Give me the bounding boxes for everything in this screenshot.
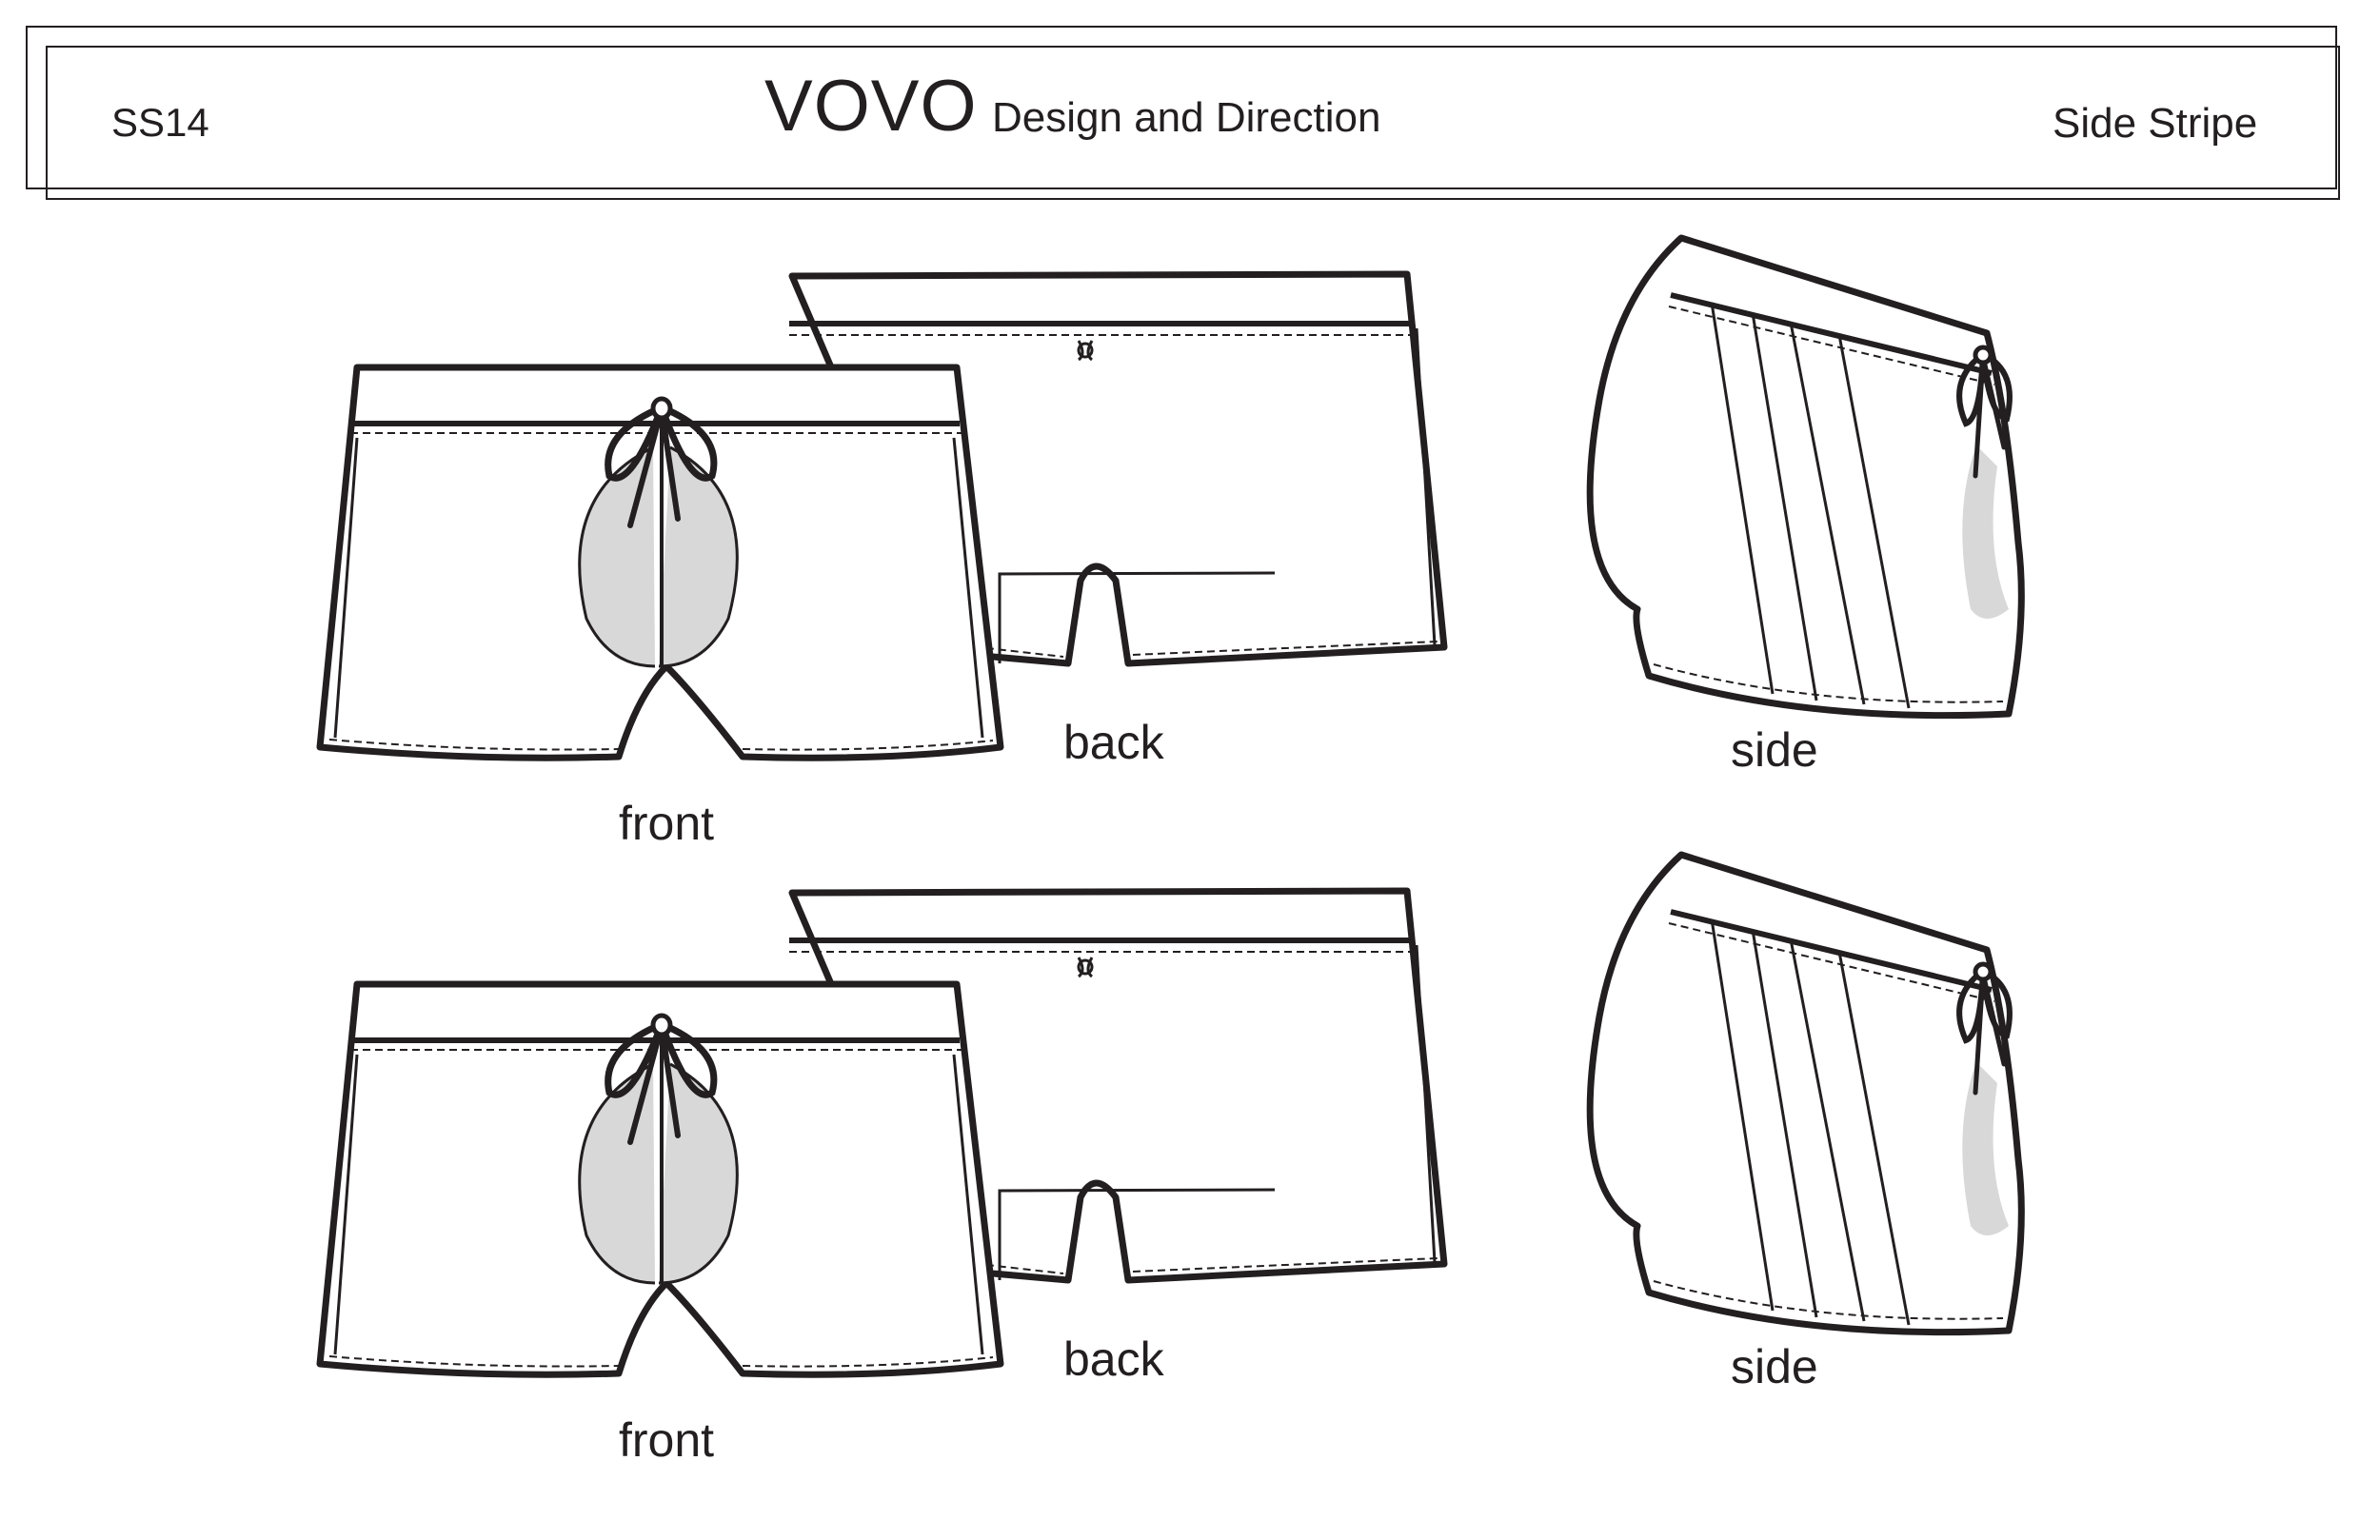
brand-logo-text: VOVO	[764, 66, 978, 147]
side-view-drawing	[1590, 238, 2021, 716]
side-label: side	[1731, 723, 1818, 777]
front-view-drawing	[320, 984, 1001, 1374]
flat-row-2: front back side	[320, 855, 2021, 1467]
title-block-frame-inner	[46, 46, 2340, 200]
brand-subtitle: Design and Direction	[992, 94, 1381, 141]
front-label: front	[619, 797, 714, 850]
side-label: side	[1731, 1340, 1818, 1393]
front-view-drawing	[320, 367, 1001, 758]
back-label: back	[1063, 1333, 1165, 1386]
flat-row-1: front back side	[320, 238, 2021, 850]
season-code: SS14	[111, 100, 209, 145]
title-block-frame	[26, 26, 2337, 189]
front-label: front	[619, 1413, 714, 1467]
back-label: back	[1063, 716, 1165, 769]
style-name: Side Stripe	[2053, 100, 2258, 147]
side-view-drawing	[1590, 855, 2021, 1333]
